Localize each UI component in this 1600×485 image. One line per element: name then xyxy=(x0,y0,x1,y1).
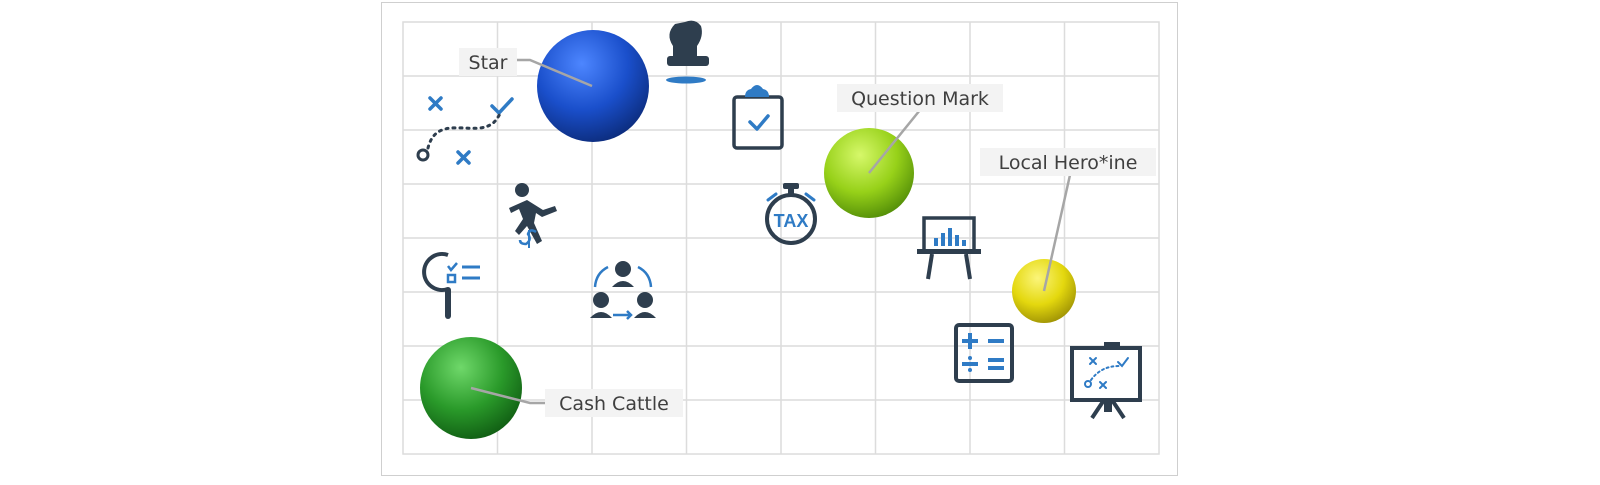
stamp-icon xyxy=(666,20,709,84)
label-cash-cattle-text: Cash Cattle xyxy=(559,393,669,415)
presentation-chart-icon xyxy=(917,216,981,280)
search-checklist-icon xyxy=(422,252,480,319)
leader-lines xyxy=(470,58,1072,405)
route-plan-icon xyxy=(416,96,514,165)
label-cash-cattle: Cash Cattle xyxy=(545,389,683,417)
label-local-hero-text: Local Hero*ine xyxy=(999,152,1138,174)
svg-text:TAX: TAX xyxy=(774,211,809,231)
label-question-mark-text: Question Mark xyxy=(851,88,989,110)
leader-line-local-hero xyxy=(1042,174,1072,292)
calculator-icon xyxy=(954,323,1014,383)
label-question-mark: Question Mark xyxy=(837,84,1003,112)
label-local-hero: Local Hero*ine xyxy=(980,148,1156,176)
strategy-board-icon xyxy=(1070,342,1142,420)
label-star-text: Star xyxy=(469,52,508,74)
leader-line-star xyxy=(517,58,593,88)
clipboard-check-icon xyxy=(732,85,784,150)
tax-stopwatch-icon: TAX xyxy=(765,183,817,245)
leader-line-question-mark xyxy=(868,109,921,174)
falling-person-dollar-icon xyxy=(509,183,557,248)
leader-line-cash-cattle xyxy=(470,386,545,405)
label-star: Star xyxy=(459,48,517,76)
team-cycle-icon xyxy=(590,261,656,320)
bubble-star xyxy=(537,30,649,142)
